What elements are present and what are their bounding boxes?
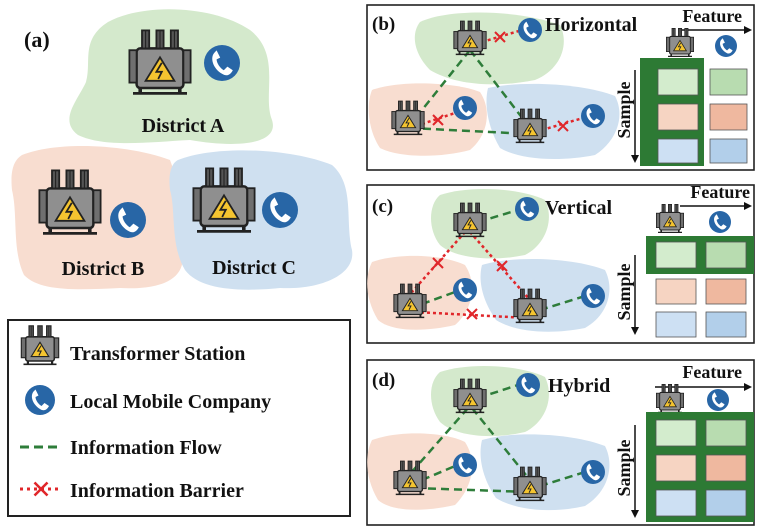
panel-b-header-phone-icon [715,35,737,57]
district-b-label: District B [62,258,145,280]
panel-d-header-phone-icon [707,389,729,411]
panel-d: (d) Hybrid Feature Sample [366,359,755,526]
panel-d-title: Hybrid [548,375,610,397]
panel-c-label: (c) [372,196,393,217]
panel-c-phone-c-icon [581,284,605,308]
panel-b-label: (b) [372,14,395,35]
panel-c-title: Vertical [545,197,612,219]
legend-item-transformer: Transformer Station [70,343,245,365]
panel-b-sample-label: Sample [614,81,634,138]
district-a-label: District A [142,115,225,137]
panel-b-phone-c-icon [581,104,605,128]
district-c-label: District C [212,257,296,279]
legend-item-flow: Information Flow [70,437,222,459]
district-c-phone-icon [262,192,298,228]
panel-c-header-phone-icon [709,211,731,233]
legend-item-barrier: Information Barrier [70,480,244,502]
panel-c-phone-a-icon [515,197,539,221]
panel-c: (c) Vertical Feature Sample [366,182,755,344]
panel-d-phone-b-icon [453,453,477,477]
panel-c-sample-label: Sample [614,263,634,320]
panel-b-title: Horizontal [545,14,638,36]
panel-c-phone-b-icon [453,278,477,302]
legend-item-phone: Local Mobile Company [70,391,271,413]
panel-d-phone-a-icon [516,373,540,397]
panel-c-feature-label: Feature [690,182,750,202]
panel-d-label: (d) [372,370,395,391]
panel-d-sample-label: Sample [614,439,634,496]
legend-phone-icon [25,385,55,415]
district-b-phone-icon [110,202,146,238]
panel-b-phone-a-icon [518,18,542,42]
panel-a-label: (a) [24,27,50,52]
panel-a: (a) District A District B District C [11,9,353,290]
panel-b-phone-b-icon [453,96,477,120]
district-a-phone-icon [204,45,240,81]
panel-b: (b) Horizontal Feature Sample [366,4,755,171]
panel-b-feature-label: Feature [682,6,742,26]
panel-d-phone-c-icon [581,460,605,484]
legend: Transformer Station Local Mobile Company… [7,319,351,517]
panel-d-feature-label: Feature [682,362,742,382]
